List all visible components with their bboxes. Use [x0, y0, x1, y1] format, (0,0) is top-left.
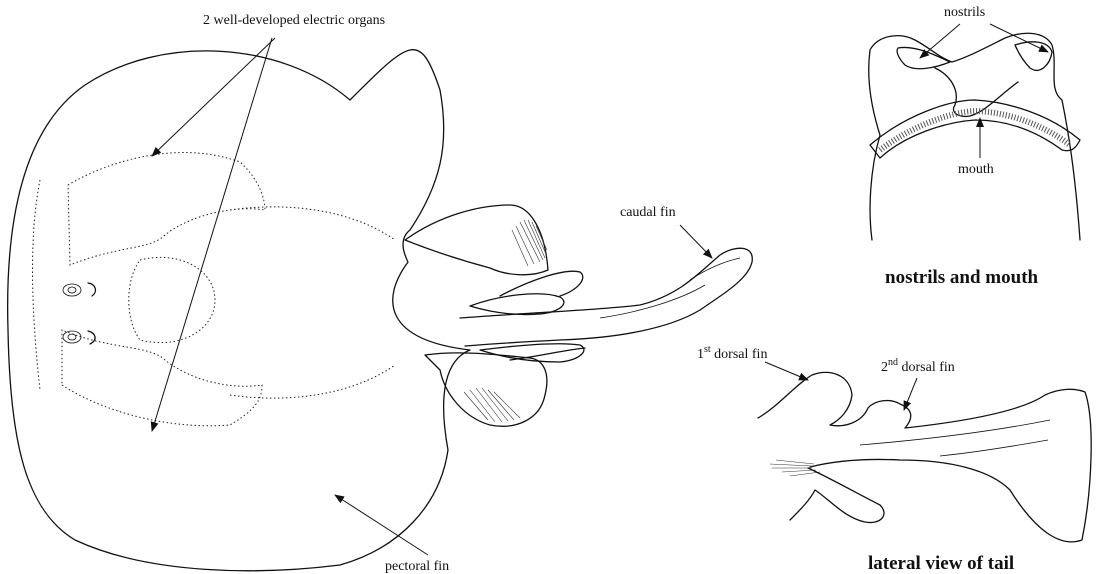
disc-inner-dots: [33, 180, 41, 390]
arrow-pectoral-fin: [335, 495, 428, 555]
pelvic-fin-upper: [405, 205, 548, 275]
arrow-caudal-fin: [680, 225, 712, 258]
label-dorsal-fin-2: 2nd dorsal fin: [881, 357, 955, 375]
label-electric-organs: 2 well-developed electric organs: [203, 13, 385, 28]
clasper-upper: [470, 294, 564, 315]
label-caudal-fin: caudal fin: [620, 205, 676, 220]
label-dorsal-fin-1: 1st dorsal fin: [697, 344, 767, 362]
arrow-organ-upper: [152, 38, 275, 156]
body-center-dots: [129, 257, 215, 342]
nostril-left: [897, 47, 950, 68]
caption-lateral-tail: lateral view of tail: [868, 553, 1014, 574]
tail-lateral-inner: [860, 420, 1050, 445]
arrow-nostril-right: [990, 24, 1048, 52]
arrow-organ-lower: [152, 38, 272, 431]
caudal-inner: [690, 258, 740, 280]
tail-lateral-inner-2: [940, 440, 1048, 456]
ray-dorsal-view: [8, 50, 753, 571]
arrow-dorsal-fin-1: [765, 362, 808, 380]
nostril-right: [1015, 42, 1052, 70]
pelvic-lateral: [790, 468, 884, 523]
organ-outline-lower: [62, 330, 262, 426]
nostrils-mouth-view: [869, 33, 1080, 240]
eye-left-lower-icon: [63, 331, 95, 344]
body-midline-dots: [230, 207, 395, 398]
pelvic-upper-hatch: [512, 220, 547, 266]
clasper-lower: [480, 344, 584, 362]
mouth-outline: [870, 100, 1080, 158]
clasper-lower-2: [510, 348, 585, 360]
label-pectoral-fin: pectoral fin: [385, 559, 449, 574]
lateral-tail-view: [758, 372, 1091, 542]
eye-left-upper-icon: [63, 283, 95, 296]
label-mouth: mouth: [958, 162, 994, 177]
label-nostrils: nostrils: [944, 5, 985, 20]
clasper-upper-2: [500, 271, 583, 296]
disc-outline: [8, 50, 470, 571]
arrow-dorsal-fin-2: [904, 378, 917, 410]
caption-nostrils-mouth: nostrils and mouth: [885, 267, 1039, 288]
tail-lateral-outline: [758, 372, 1091, 542]
tail-lateral-hatch-base: [770, 460, 820, 476]
arrow-nostril-left: [920, 24, 960, 58]
